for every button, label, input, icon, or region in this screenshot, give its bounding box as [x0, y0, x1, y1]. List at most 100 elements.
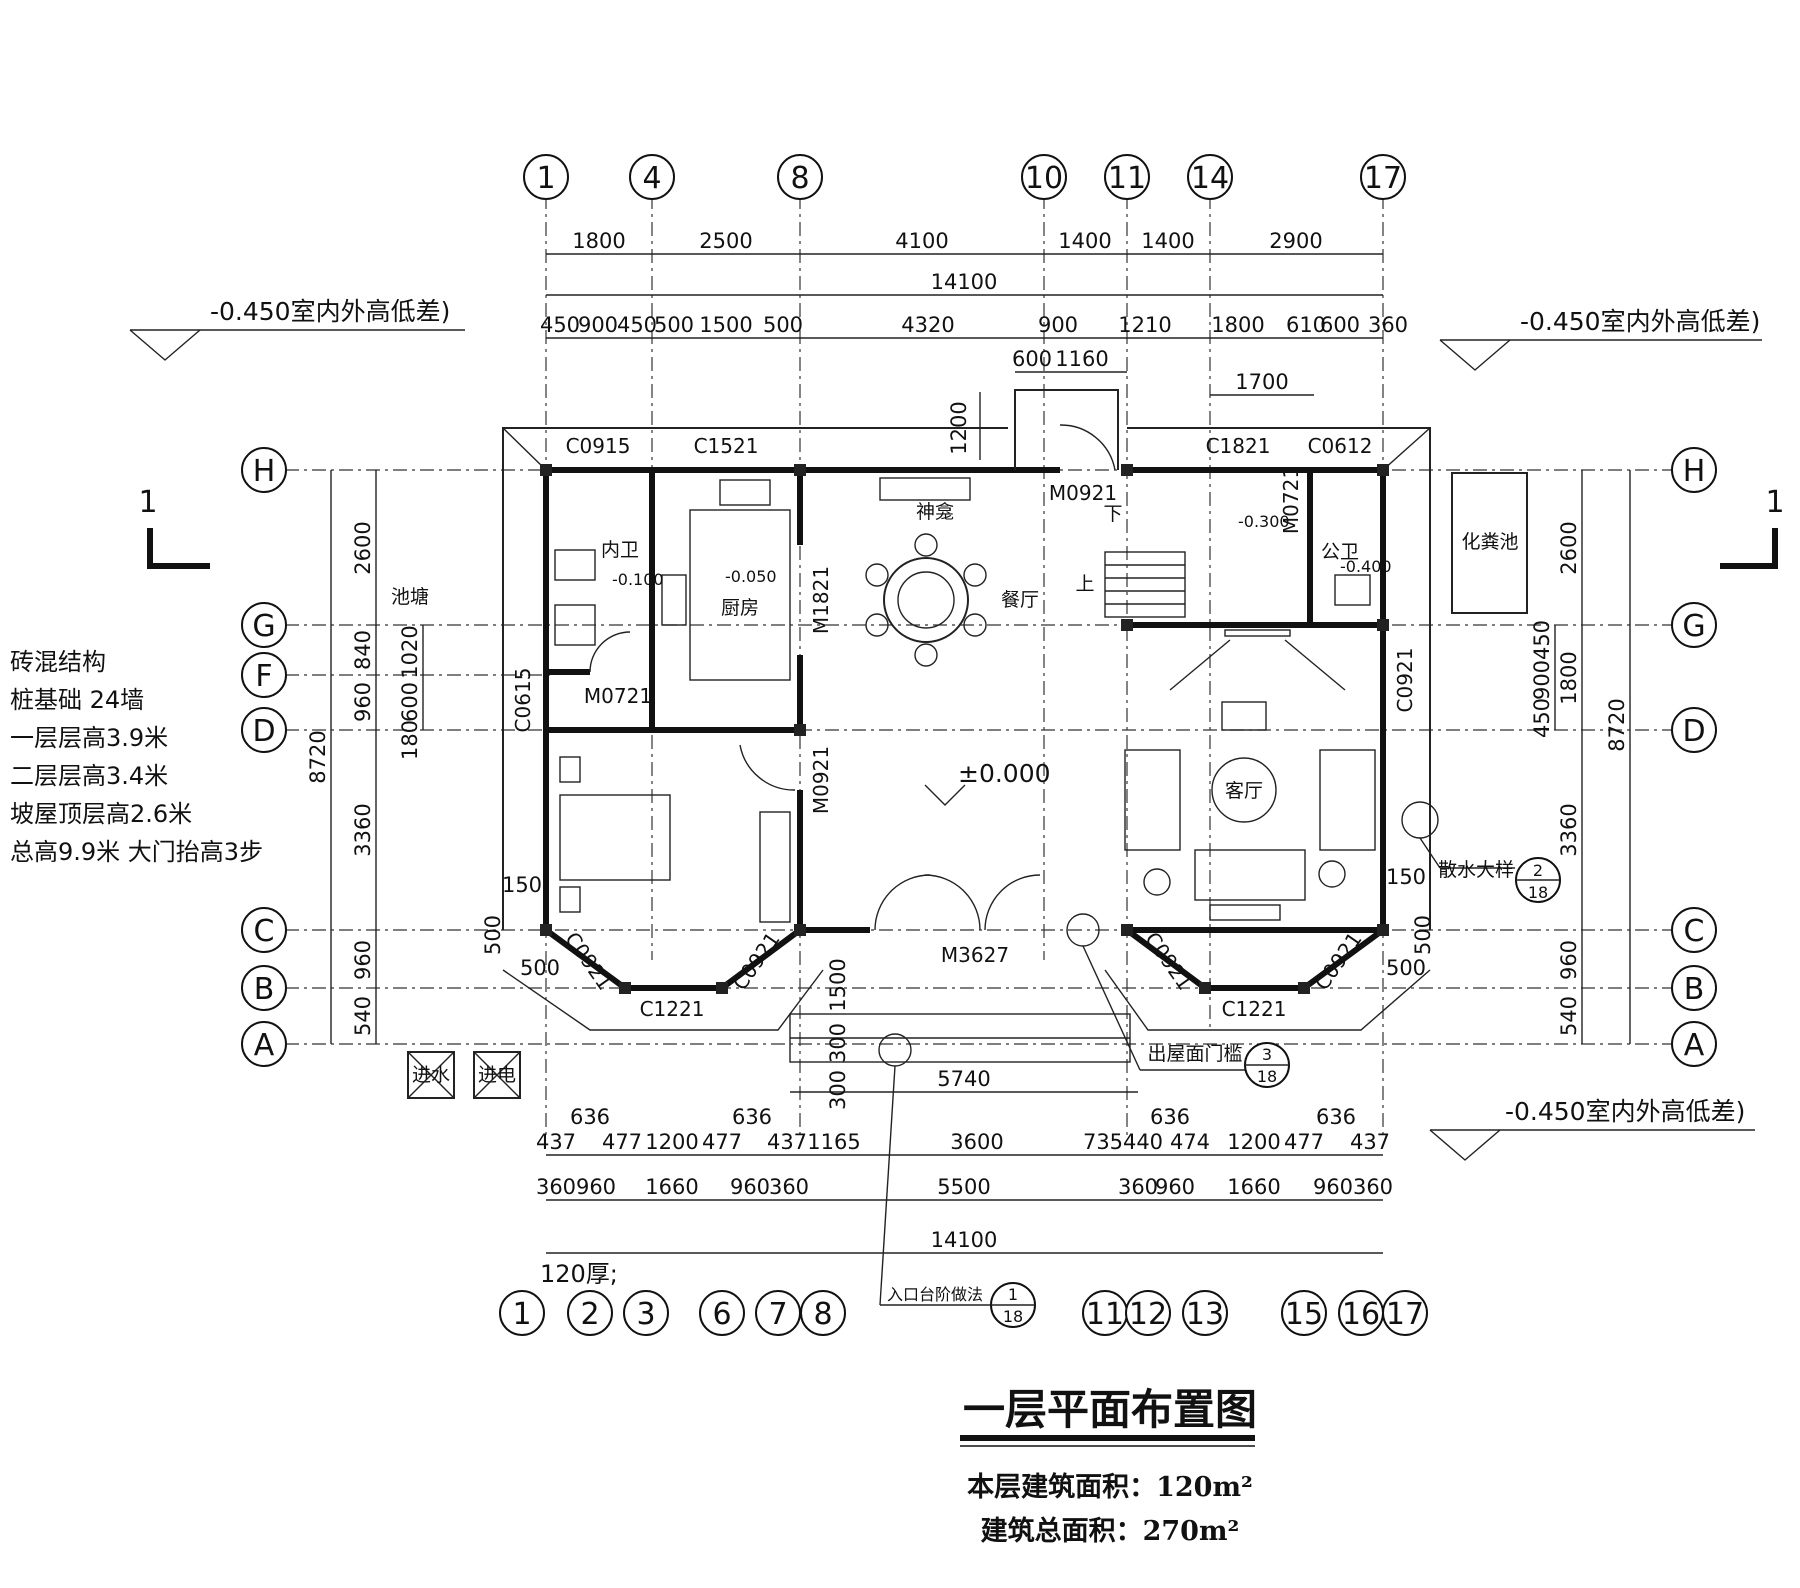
dim-b1-13: 1200: [1227, 1130, 1280, 1154]
dim-top3-8: 1210: [1118, 313, 1171, 337]
dim-top4-600: 600: [1012, 347, 1052, 371]
dim-step-300a: 300: [826, 1023, 850, 1063]
axis-bubble-right-C: C: [1684, 914, 1705, 949]
door-code-m0921-mid: M0921: [809, 746, 833, 814]
window-code-c1521: C1521: [694, 434, 759, 458]
dim-right-1800: 1800: [1557, 651, 1581, 704]
dim-b2-5: 5500: [937, 1175, 990, 1199]
dim-left-2600: 2600: [351, 521, 375, 574]
dim-b2-3: 960: [730, 1175, 770, 1199]
dim-top4-1700: 1700: [1235, 370, 1288, 394]
room-label-kitchen: 厨房: [721, 597, 759, 619]
level-outdoor-top-left: -0.450室内外高低差): [210, 297, 450, 326]
dim-step-5740: 5740: [937, 1067, 990, 1091]
dim-b1-6: 437: [767, 1130, 807, 1154]
box-power-in: 进电: [478, 1064, 516, 1086]
dim-b1-9: 735: [1083, 1130, 1123, 1154]
dim-top3-9: 1800: [1211, 313, 1264, 337]
dim-top-1400b: 1400: [1141, 229, 1194, 253]
window-code-c1221-left: C1221: [640, 997, 705, 1021]
dim-top-4100: 4100: [895, 229, 948, 253]
title-block: 一层平面布置图 本层建筑面积：120m² 建筑总面积：270m²: [960, 1385, 1257, 1547]
dim-step-1500: 1500: [826, 958, 850, 1011]
dim-small-500-right-v: 500: [1411, 915, 1435, 955]
dim-top3-3: 500: [654, 313, 694, 337]
dim-top-total: 14100: [931, 270, 998, 294]
dim-left-600: 600: [398, 682, 422, 722]
dim-top-1400a: 1400: [1058, 229, 1111, 253]
dim-b1-8: 3600: [950, 1130, 1003, 1154]
level-bath-inner: -0.100: [612, 570, 664, 589]
room-label-septic: 化粪池: [1461, 531, 1518, 553]
axis-bubble-top-17: 17: [1364, 161, 1402, 196]
door-swings: [589, 424, 1116, 931]
axis-bubble-left-B: B: [254, 972, 275, 1007]
dim-b2-8: 1660: [1227, 1175, 1280, 1199]
axis-bubble-left-F: F: [255, 659, 272, 694]
side-small-dims: 150 500 500 150 500 500: [481, 865, 1435, 980]
level-marks: -0.450室内外高低差) -0.450室内外高低差) -0.450室内外高低差…: [129, 297, 1762, 1161]
section-mark-right: 1: [1765, 485, 1784, 520]
dim-right-540: 540: [1557, 996, 1581, 1036]
dim-b2-6: 360: [1118, 1175, 1158, 1199]
callout-step-sheet: 18: [1003, 1307, 1023, 1326]
thickness-note: 120厚;: [540, 1260, 618, 1288]
structure-notes: 砖混结构 桩基础 24墙 一层层高3.9米 二层层高3.4米 坡屋顶层高2.6米…: [10, 648, 263, 866]
dim-right-8720: 8720: [1605, 698, 1629, 751]
callout-step-num: 1: [1008, 1285, 1018, 1304]
note-line-5: 总高9.9米 大门抬高3步: [10, 838, 263, 866]
note-line-4: 坡屋顶层高2.6米: [10, 800, 192, 828]
dim-top3-1: 900: [578, 313, 618, 337]
level-kitchen: -0.050: [725, 567, 777, 586]
axis-bubble-bottom-15: 15: [1285, 1297, 1323, 1332]
top-dimensions: 1800 2500 4100 1400 1400 2900 14100 450 …: [540, 229, 1408, 460]
dim-right-2600: 2600: [1557, 521, 1581, 574]
section-marks: 1 1: [138, 485, 1785, 569]
dim-small-500-left-h: 500: [520, 956, 560, 980]
note-line-3: 二层层高3.4米: [10, 762, 168, 790]
dim-b1-16: 437: [1350, 1130, 1390, 1154]
window-code-c0921-bay2: C0921: [728, 928, 785, 995]
page-title: 一层平面布置图: [963, 1385, 1257, 1434]
stair-down-label: 下: [1103, 503, 1122, 525]
axis-bubble-bottom-6: 6: [712, 1297, 731, 1332]
dim-right-450b: 450: [1530, 698, 1554, 738]
dim-top3-12: 360: [1368, 313, 1408, 337]
axis-bubble-right-G: G: [1682, 609, 1705, 644]
dim-b1-1: 437: [536, 1130, 576, 1154]
axis-bubble-bottom-12: 12: [1129, 1297, 1167, 1332]
dim-top3-6: 4320: [901, 313, 954, 337]
dim-right-900: 900: [1530, 660, 1554, 700]
axis-bubble-bottom-1: 1: [512, 1297, 531, 1332]
axis-bubble-right-H: H: [1683, 454, 1706, 489]
room-label-shrine: 神龛: [916, 501, 954, 523]
side-axis-bubbles: H G F D C B A H G D C B A: [241, 447, 1717, 1067]
axis-bubble-top-10: 10: [1025, 161, 1063, 196]
dim-left-180: 180: [398, 720, 422, 760]
dim-top3-11: 600: [1320, 313, 1360, 337]
callout-drain-label: 散水大样: [1438, 859, 1514, 881]
axis-bubble-bottom-3: 3: [636, 1297, 655, 1332]
dim-left-8720: 8720: [306, 730, 330, 783]
section-mark-left: 1: [138, 485, 157, 520]
side-dimensions: 2600 8720 3360 960 540 840 960 1020 600 …: [306, 470, 1631, 1044]
furniture: [554, 472, 1528, 923]
dim-right-960: 960: [1557, 940, 1581, 980]
level-bath-public: -0.400: [1340, 557, 1392, 576]
dim-b1-4: 477: [702, 1130, 742, 1154]
axis-bubble-right-A: A: [1684, 1028, 1705, 1063]
callout-sill-label: 出屋面门槛: [1147, 1043, 1242, 1065]
window-code-c1821: C1821: [1206, 434, 1271, 458]
level-outdoor-bottom-right: -0.450室内外高低差): [1505, 1097, 1745, 1126]
callout-step-label: 入口台阶做法: [887, 1285, 983, 1304]
dim-top3-7: 900: [1038, 313, 1078, 337]
dim-top3-0: 450: [540, 313, 580, 337]
door-code-m3627: M3627: [941, 943, 1009, 967]
dim-b1-11: 636: [1150, 1105, 1190, 1129]
window-code-c0615: C0615: [511, 668, 535, 733]
window-code-c0612: C0612: [1308, 434, 1373, 458]
stair-up-label: 上: [1075, 573, 1094, 595]
dim-right-3360: 3360: [1557, 803, 1581, 856]
dim-b1-3: 1200: [645, 1130, 698, 1154]
window-code-c0921-bay4: C0921: [1310, 928, 1367, 995]
